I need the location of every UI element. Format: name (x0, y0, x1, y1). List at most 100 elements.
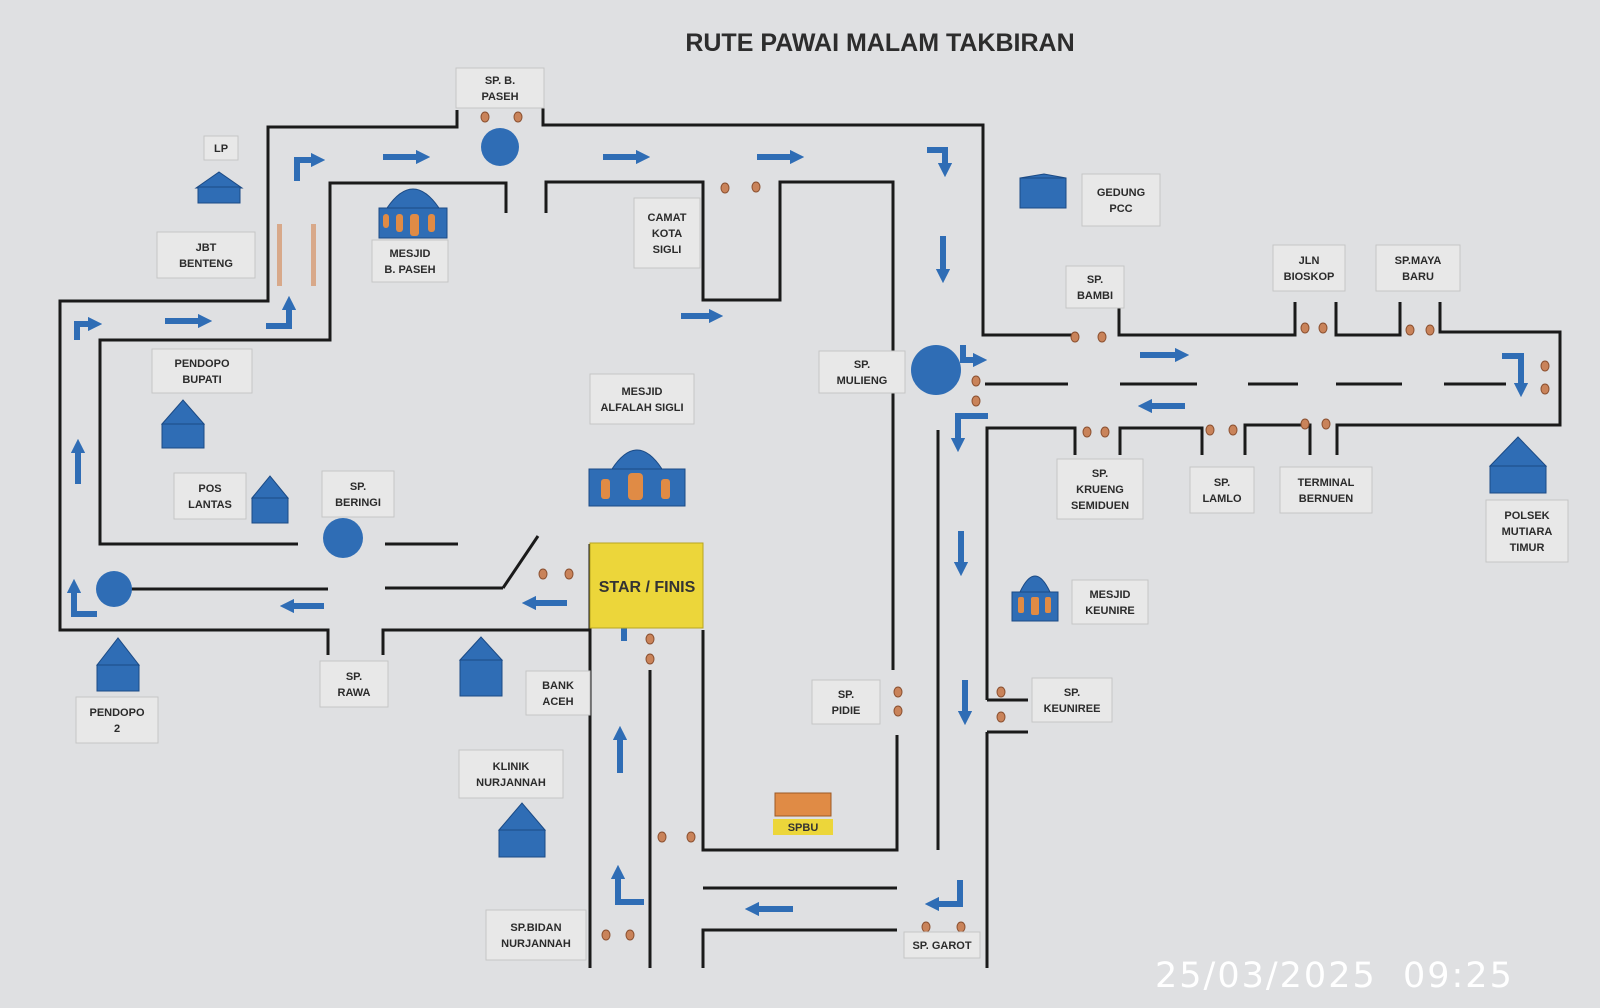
turn-arrow-icon (610, 864, 644, 905)
label-text: SP. GAROT (912, 940, 971, 952)
label-mesjid-keunire: MESJID KEUNIRE (1071, 579, 1149, 625)
label-jbt-benteng: JBT BENTENG (156, 231, 256, 279)
label-text: PCC (1109, 203, 1132, 215)
map-title: RUTE PAWAI MALAM TAKBIRAN (685, 29, 1074, 57)
label-text: BENTENG (179, 258, 233, 270)
junction-sp-b-paseh (481, 128, 519, 166)
turn-arrow-icon (960, 345, 988, 368)
turn-arrow-icon (1502, 353, 1529, 398)
label-gedung-pcc: GEDUNG PCC (1081, 173, 1161, 227)
label-text: BANK (542, 680, 574, 692)
label-text: RAWA (338, 687, 371, 699)
label-text: LAMLO (1202, 493, 1242, 505)
label-text: SP. (350, 481, 366, 493)
label-text: PENDOPO (174, 358, 229, 370)
label-jln-bioskop: JLN BIOSKOP (1272, 244, 1346, 292)
label-text: SP. (1092, 468, 1108, 480)
house-pos-lantas-icon (250, 475, 290, 524)
label-text: KLINIK (493, 761, 530, 773)
label-mesjid-alfalah: MESJID ALFALAH SIGLI (589, 373, 695, 425)
label-pendopo-bupati: PENDOPO BUPATI (151, 348, 253, 394)
label-text: JBT (196, 242, 217, 254)
label-text: ALFALAH SIGLI (600, 402, 683, 414)
label-text: SP. (1064, 687, 1080, 699)
turn-arrow-icon (294, 152, 326, 181)
photo-timestamp: 25/03/2025 09:25 (1155, 956, 1514, 996)
mosque-b-paseh-icon (378, 188, 448, 239)
label-sp-rawa: SP.RAWA (319, 660, 389, 708)
turn-arrow-icon (66, 578, 97, 617)
junction-pendopo-2 (96, 571, 132, 607)
label-klinik-nurjannah: KLINIK NURJANNAH (458, 749, 564, 799)
traffic-cones (480, 111, 1550, 941)
label-text: NURJANNAH (501, 938, 571, 950)
label-text: NURJANNAH (476, 777, 546, 789)
house-pendopo-bupati-icon (160, 399, 206, 449)
label-text: CAMAT (648, 212, 687, 224)
label-sp-beringi: SP. BERINGI (321, 470, 395, 518)
label-text: KEUNIRE (1085, 605, 1135, 617)
label-sp-keuniree: SP. KEUNIREE (1031, 677, 1113, 723)
label-sp-bidan-nurjannah: SP.BIDAN NURJANNAH (485, 909, 587, 961)
label-text: BARU (1402, 271, 1434, 283)
label-text: KEUNIREE (1044, 703, 1101, 715)
label-text: MULIENG (837, 375, 888, 387)
label-text: SP.MAYA (1395, 255, 1442, 267)
label-sp-bambi: SP.BAMBI (1065, 265, 1125, 309)
label-text: GEDUNG (1097, 187, 1145, 199)
label-text: BUPATI (182, 374, 221, 386)
turn-arrow-icon (74, 316, 103, 340)
spbu-label: SPBU (788, 822, 819, 834)
label-sp-lamlo: SP. LAMLO (1189, 466, 1255, 514)
label-text: LP (214, 143, 228, 155)
building-gedung-pcc-icon (1019, 173, 1067, 209)
label-text: MESJID (390, 248, 431, 260)
label-text: POS (198, 483, 221, 495)
label-text: PASEH (481, 91, 518, 103)
label-sp-pidie: SP.PIDIE (811, 679, 881, 725)
label-sp-mulieng: SP. MULIENG (818, 350, 906, 394)
label-text: SP. (854, 359, 870, 371)
house-lp-icon (194, 171, 244, 204)
house-bank-aceh-icon (458, 636, 504, 697)
label-mesjid-b-paseh: MESJID B. PASEH (371, 239, 449, 283)
road-lines (58, 75, 1562, 968)
label-text: BERINGI (335, 497, 381, 509)
mosque-keunire-icon (1011, 575, 1059, 622)
label-text: SP. B. (485, 75, 515, 87)
label-text: POLSEK (1504, 510, 1549, 522)
label-text: MESJID (622, 386, 663, 398)
house-klinik-icon (497, 802, 547, 858)
label-text: SP. (1214, 477, 1230, 489)
label-text: JLN (1299, 255, 1320, 267)
house-polsek-icon (1488, 436, 1548, 494)
label-text: 2 (114, 723, 120, 735)
junction-sp-beringi (323, 518, 363, 558)
label-text: SIGLI (653, 244, 682, 256)
label-text: SEMIDUEN (1071, 500, 1129, 512)
label-sp-b-paseh: SP. B. PASEH (455, 67, 545, 109)
label-sp-krueng-semiduen: SP. KRUENG SEMIDUEN (1056, 458, 1144, 520)
label-text: BIOSKOP (1284, 271, 1335, 283)
label-text: ACEH (542, 696, 573, 708)
label-sp-maya-baru: SP.MAYA BARU (1375, 244, 1461, 292)
label-text: SP. (1087, 274, 1103, 286)
label-text: MESJID (1090, 589, 1131, 601)
junction-sp-mulieng (911, 345, 961, 395)
label-text: MUTIARA (1502, 526, 1553, 538)
label-sp-garot: SP. GAROT (903, 931, 981, 959)
label-text: SP.BIDAN (510, 922, 561, 934)
buildings (95, 171, 1548, 858)
label-text: KRUENG (1076, 484, 1124, 496)
label-text: B. PASEH (384, 264, 435, 276)
place-labels: SP. B. PASEH LP JBT BENTENG MESJID B. PASEH CAM… (75, 67, 1569, 961)
label-lp: LP (203, 135, 239, 161)
start-finish-label: STAR / FINIS (599, 579, 696, 596)
direction-arrows (70, 149, 1190, 917)
